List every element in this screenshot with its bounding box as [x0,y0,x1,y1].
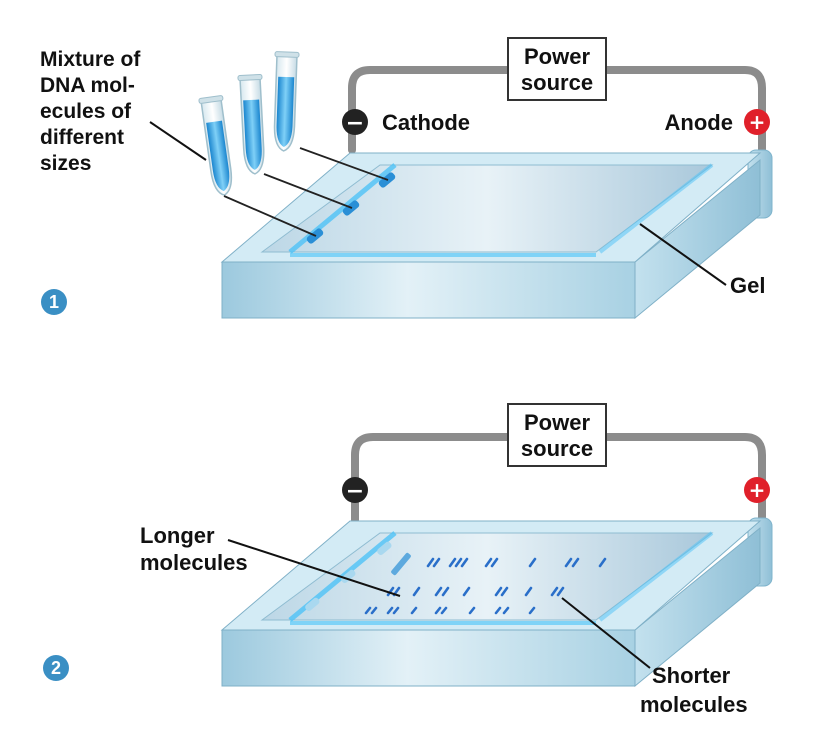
tray-front [221,629,636,687]
anode-sign: + [749,478,766,502]
test-tube-3 [273,51,300,152]
svg-text:sizes: sizes [40,152,91,175]
gel-leader-line [639,223,727,286]
sample-wells [305,541,411,611]
anode-label: Anode [665,110,733,135]
anode-strip [598,531,714,622]
tray-right-side [634,158,761,320]
shorter-leader-line [561,597,651,669]
power-source-box [507,37,607,101]
gel-label: Gel [730,273,765,298]
test-tube-2 [237,73,265,175]
power-source-line2: source [521,436,593,461]
svg-text:1: 1 [49,292,59,312]
longer-leader-line [227,539,401,597]
cathode-terminal [342,109,368,135]
cathode-sign: − [346,111,364,136]
cathode-label: Cathode [382,110,470,135]
svg-text:ecules of: ecules of [40,100,132,123]
tray-front [221,261,636,319]
longer-label-line2: molecules [140,550,248,575]
longer-label-line1: Longer [140,523,215,548]
tray-right-side [634,526,761,688]
anode-terminal [744,477,770,503]
cathode-sign: − [346,479,364,504]
svg-text:Mixture of: Mixture of [40,48,141,71]
dna-bands [364,557,607,615]
test-tube-1 [198,95,233,196]
mixture-leader-line [149,121,207,161]
step-1-badge [41,289,67,315]
power-source-line1: Power [524,44,590,69]
cathode-terminal [342,477,368,503]
step-2-badge [43,655,69,681]
panel-2: Power source [43,403,773,717]
power-source-line2: source [521,70,593,95]
power-source-box [507,403,607,467]
anode-sign: + [749,110,766,134]
shorter-label-line2: molecules [640,692,748,717]
pipetting-lines [223,147,389,237]
anode-strip [598,163,714,254]
power-source-line1: Power [524,410,590,435]
mixture-label: Mixture of DNA mol- ecules of different … [40,48,141,175]
svg-text:2: 2 [51,658,61,678]
panel-1: Power source − Cathode + Anode [40,37,773,320]
anode-terminal [744,109,770,135]
svg-text:DNA mol-: DNA mol- [40,74,135,97]
shorter-label-line1: Shorter [652,663,731,688]
svg-text:different: different [40,126,124,149]
